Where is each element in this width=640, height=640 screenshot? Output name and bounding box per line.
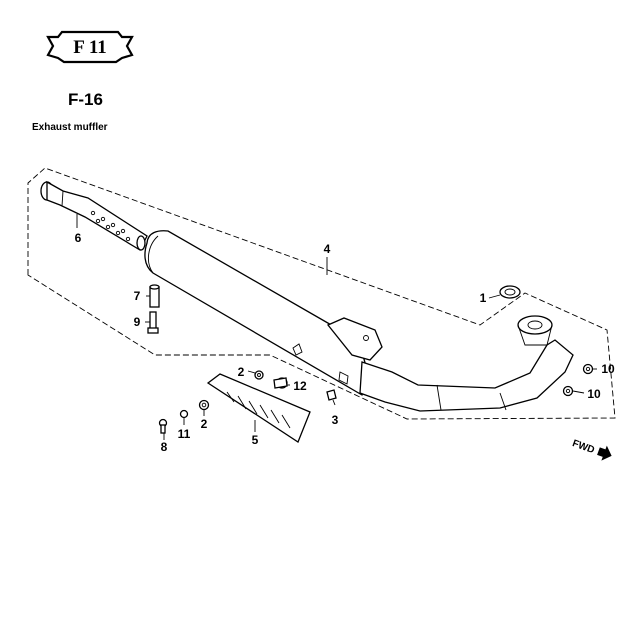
callout-2a: 2 xyxy=(238,365,245,379)
nut-part-10b xyxy=(562,385,574,397)
callout-8: 8 xyxy=(161,440,168,454)
callout-2b: 2 xyxy=(201,417,208,431)
callout-10b: 10 xyxy=(587,387,601,401)
nut-part-10a xyxy=(582,363,594,375)
screw-part-8 xyxy=(158,418,168,434)
bolt-part-12 xyxy=(273,377,288,389)
washer-part-11 xyxy=(179,409,189,419)
callout-5: 5 xyxy=(252,433,259,447)
section-subtitle: Exhaust muffler xyxy=(32,122,108,133)
callout-10a: 10 xyxy=(601,362,615,376)
leader-lines xyxy=(76,214,597,440)
gasket-part xyxy=(499,285,521,299)
fwd-label: FWD xyxy=(571,438,596,456)
muffler-body-part xyxy=(144,230,574,412)
bolt-part xyxy=(147,311,159,334)
collar-part xyxy=(149,284,160,308)
tail-pipe-part xyxy=(40,180,148,251)
callout-11: 11 xyxy=(178,427,191,441)
nut-part-3 xyxy=(326,389,337,401)
callout-3: 3 xyxy=(332,413,339,427)
forward-direction-indicator: FWD xyxy=(571,438,612,461)
section-title: F-16 xyxy=(68,90,103,109)
callout-12: 12 xyxy=(293,379,307,393)
callout-1: 1 xyxy=(480,291,487,305)
page-badge: F 11 xyxy=(46,30,134,64)
callout-9: 9 xyxy=(134,315,141,329)
nut-part-2b xyxy=(198,399,210,411)
callout-7: 7 xyxy=(134,289,141,303)
fwd-arrow-icon xyxy=(597,445,612,461)
heat-protector-part xyxy=(206,373,311,443)
callout-6: 6 xyxy=(75,231,82,245)
assembly-outline xyxy=(27,167,616,420)
callout-4: 4 xyxy=(324,242,331,256)
nut-part-2a xyxy=(254,370,264,380)
badge-label: F 11 xyxy=(73,37,107,58)
